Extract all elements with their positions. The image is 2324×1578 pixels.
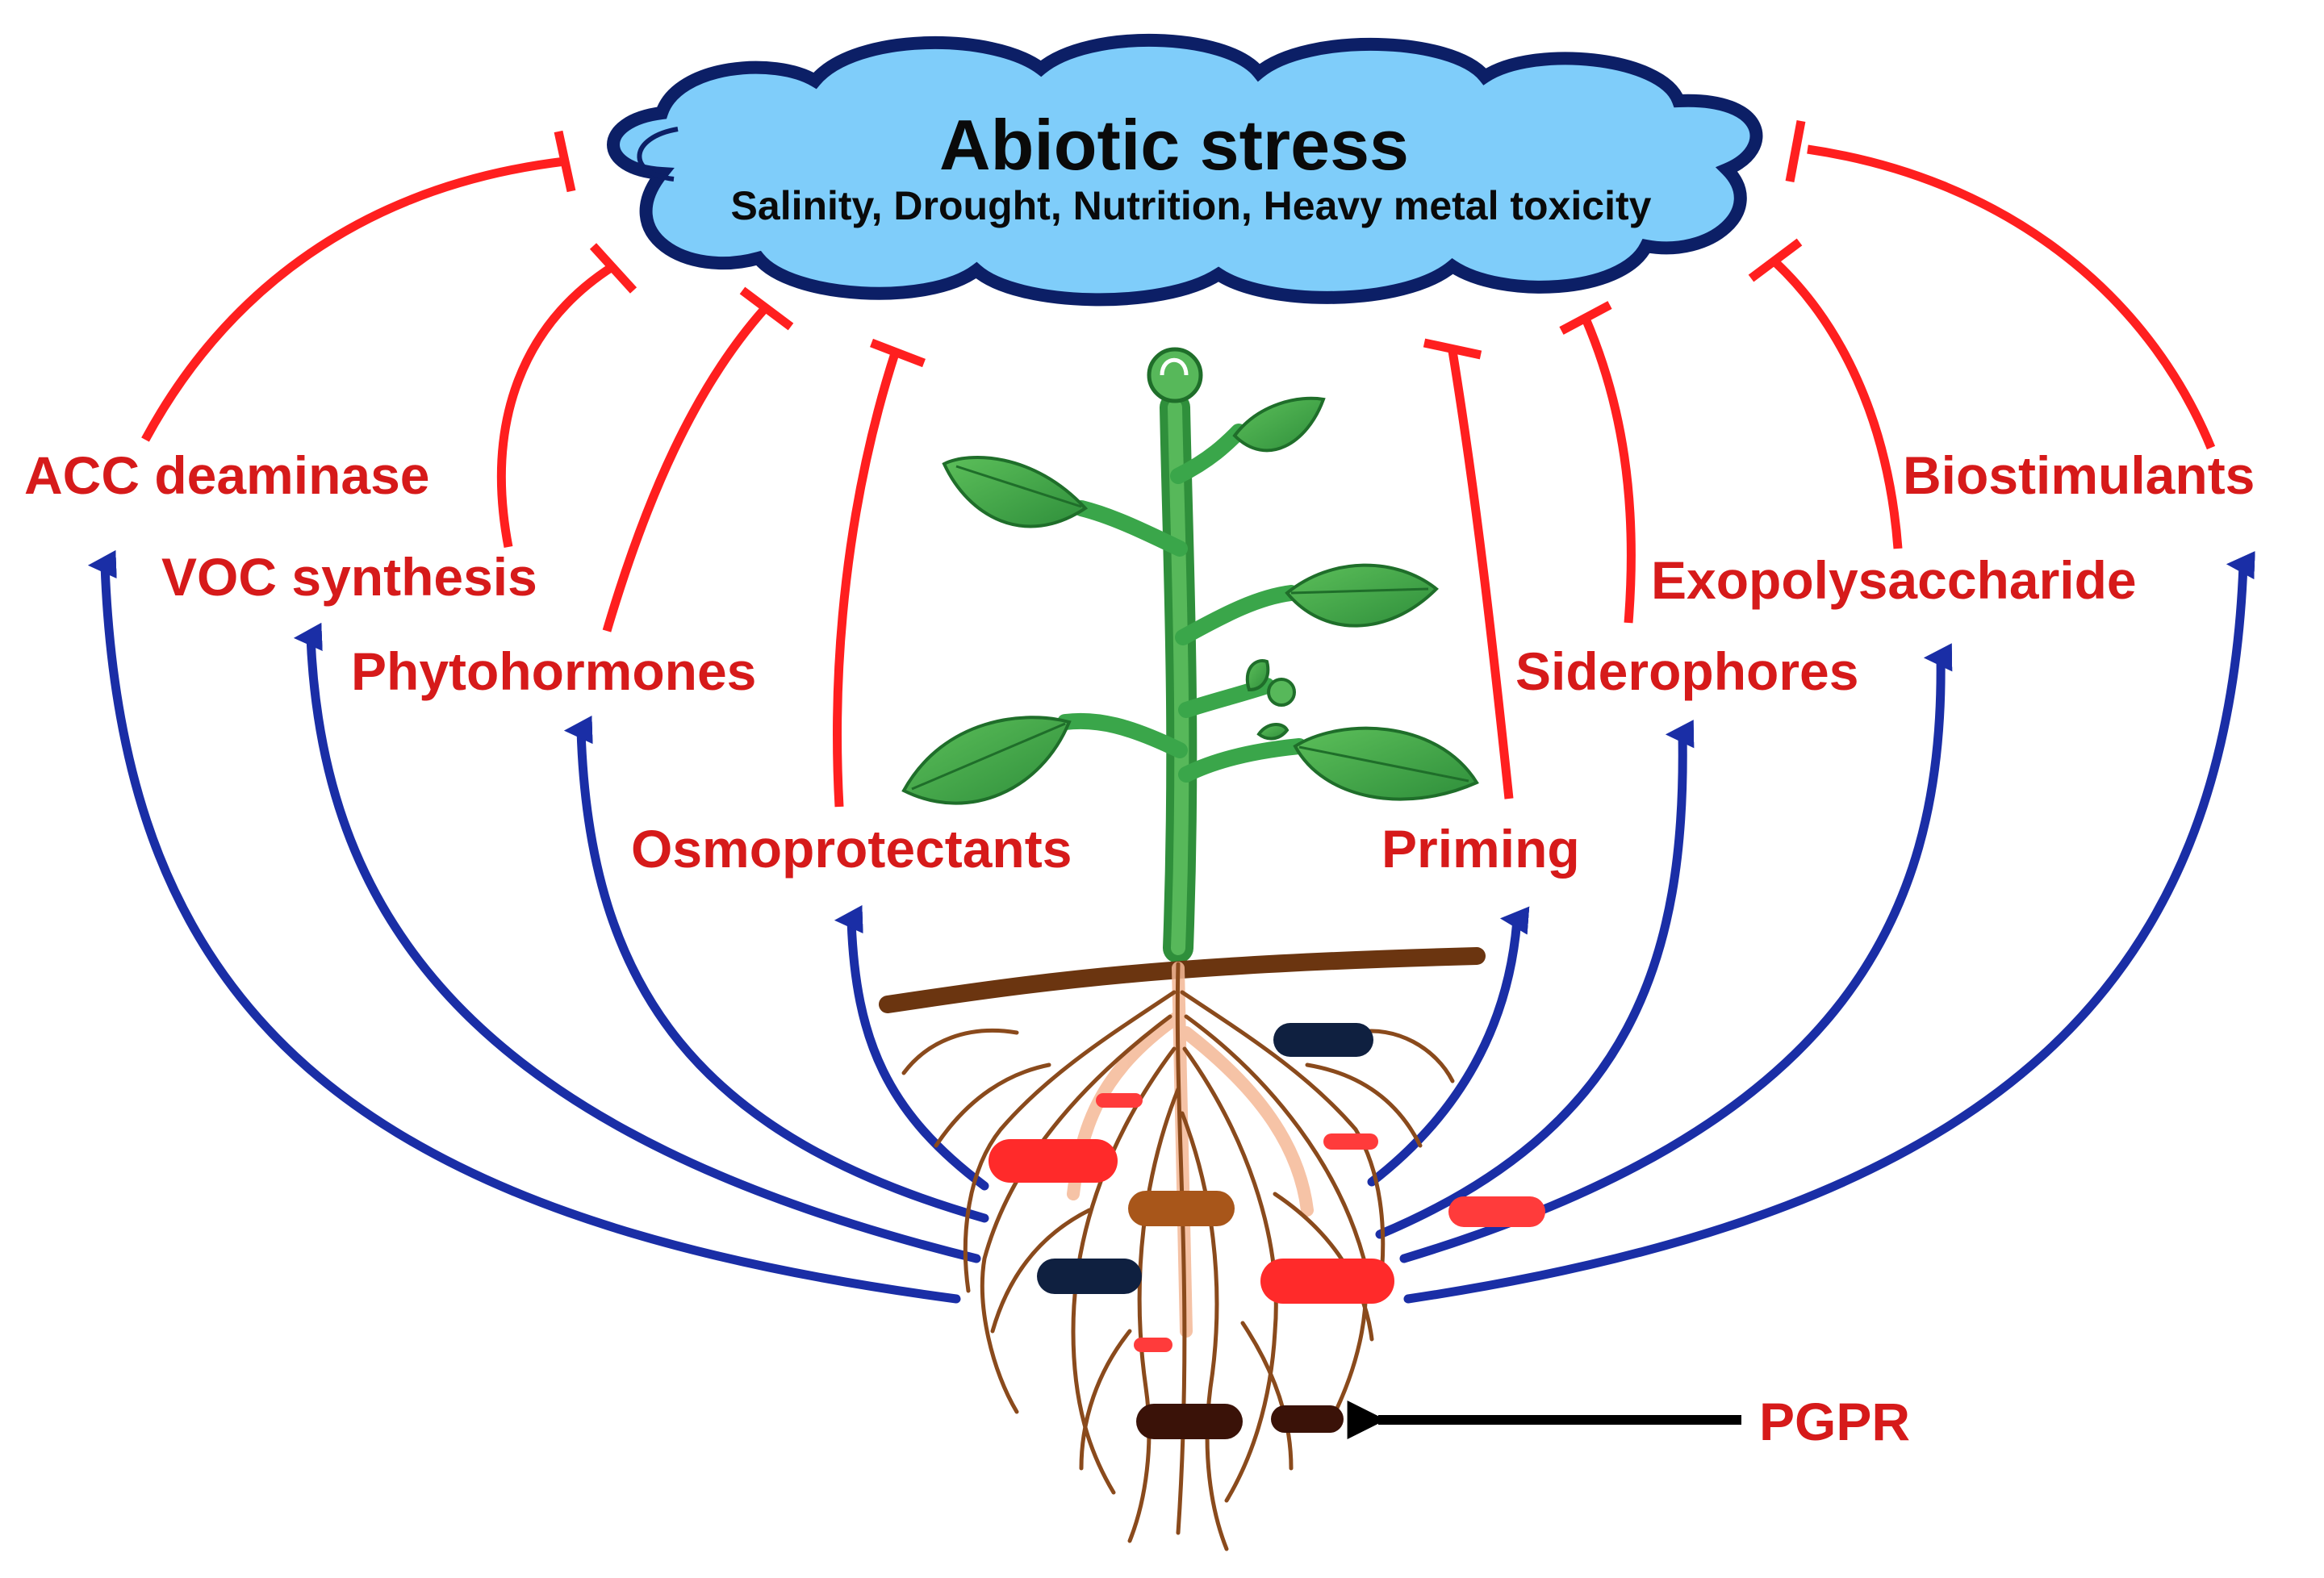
plant	[901, 347, 1479, 963]
root-r4	[1180, 1111, 1229, 1551]
bacterium-red-large-right	[1260, 1259, 1394, 1304]
pgpr-label: PGPR	[1759, 1392, 1910, 1451]
promotion-siderophores	[1375, 720, 1695, 1239]
stress-title: Abiotic stress	[939, 105, 1409, 185]
inhibition-bar-priming	[1423, 338, 1482, 360]
label-siderophores: Siderophores	[1515, 641, 1858, 701]
inhibition-exopolysaccharide	[1772, 258, 1903, 549]
abiotic-stress-cloud: Abiotic stress Salinity, Drought, Nutrit…	[607, 34, 1763, 307]
bacterium-red-small-1	[1096, 1093, 1143, 1108]
inhibition-acc-deaminase	[141, 157, 566, 442]
promotion-priming	[1367, 906, 1530, 1187]
vein-lower-left	[911, 722, 1066, 791]
inhibition-bar-biostimulants	[1785, 119, 1806, 183]
promotion-exopolysaccharide	[1399, 643, 1953, 1263]
inhibition-voc-synthesis	[496, 262, 616, 549]
label-biostimulants: Biostimulants	[1903, 445, 2255, 505]
branch-right-middle	[1175, 585, 1299, 645]
inhibition-osmoprotectants	[833, 349, 901, 808]
inhibition-siderophores	[1581, 316, 1636, 624]
inhibition-bar-acc-deaminase	[554, 130, 576, 193]
root-fine-7	[901, 1028, 1019, 1075]
vein-middle-right	[1290, 587, 1429, 595]
promotion-arrows	[87, 549, 2255, 1304]
bacterium-dark-1	[1136, 1404, 1243, 1439]
top-bud	[1147, 347, 1203, 403]
label-osmoprotectants: Osmoprotectants	[631, 819, 1072, 879]
root-fine-4	[1273, 1192, 1374, 1342]
leaf-lower-left	[901, 716, 1072, 805]
leaf-middle-right	[1285, 563, 1439, 628]
bacterium-red-large-left	[989, 1139, 1118, 1183]
inhibition-arrows	[141, 119, 2216, 808]
bacterium-brown	[1128, 1191, 1235, 1226]
inhibition-bar-exopolysaccharide	[1748, 238, 1803, 282]
cloud-inner-line	[637, 127, 679, 182]
bacterium-dark-2	[1271, 1405, 1344, 1433]
top-bud-curl	[1160, 357, 1189, 376]
label-priming: Priming	[1381, 819, 1580, 879]
vein-lower-right	[1298, 745, 1469, 783]
inhibition-bar-voc-synthesis	[589, 243, 637, 294]
inhibition-bar-osmoprotectants	[870, 338, 926, 368]
root-fine-3	[990, 1208, 1092, 1334]
mechanism-labels: ACC deaminase VOC synthesis Phytohormone…	[24, 445, 2255, 879]
leaf-bud-small	[1245, 659, 1270, 692]
root-fine-5	[1079, 1329, 1132, 1471]
promotion-biostimulants	[1403, 550, 2255, 1304]
bacterium-navy-left	[1037, 1259, 1142, 1294]
promotion-osmoprotectants	[834, 904, 989, 1191]
branch-left-upper	[1073, 500, 1188, 557]
inhibition-phytohormones	[602, 303, 771, 632]
root-l3	[1071, 1046, 1177, 1495]
inhibition-biostimulants	[1807, 144, 2216, 450]
label-acc-deaminase: ACC deaminase	[24, 445, 430, 505]
inhibition-bar-siderophores	[1559, 301, 1612, 335]
root-l2	[980, 1014, 1172, 1414]
bacterium-navy-top	[1273, 1023, 1373, 1057]
cloud-shape	[607, 34, 1763, 307]
promotion-phytohormones	[563, 715, 989, 1223]
root-l4	[1127, 1087, 1181, 1543]
bacteria	[989, 1023, 1545, 1439]
promotion-voc-synthesis	[293, 622, 981, 1263]
bacterium-red-right	[1448, 1196, 1545, 1227]
root-fine-6	[1240, 1321, 1294, 1471]
root-fine-1	[934, 1062, 1051, 1148]
leaf-upper-left	[942, 456, 1089, 528]
bacterium-red-small-3	[1134, 1338, 1172, 1352]
leaf-top-right	[1232, 396, 1326, 453]
label-exopolysaccharide: Exopolysaccharide	[1651, 550, 2137, 610]
label-voc-synthesis: VOC synthesis	[161, 547, 537, 607]
plant-stem-highlight	[1168, 400, 1189, 955]
side-bud	[1267, 678, 1296, 707]
leaf-bud-small-2	[1256, 723, 1289, 741]
label-phytohormones: Phytohormones	[351, 641, 756, 701]
root-fine-2	[1305, 1062, 1423, 1148]
branch-right-lower	[1178, 738, 1307, 783]
stress-subtitle: Salinity, Drought, Nutrition, Heavy meta…	[731, 183, 1652, 228]
branch-left-lower	[1057, 712, 1188, 758]
vein-upper-left	[955, 465, 1082, 508]
inhibition-priming	[1448, 350, 1514, 799]
root-r2	[1184, 1014, 1369, 1422]
soil-line	[879, 947, 1486, 1013]
bacterium-red-small-2	[1323, 1133, 1378, 1150]
inhibition-bar-phytohormones	[739, 286, 794, 331]
promotion-acc-deaminase	[87, 549, 961, 1304]
root-l1	[963, 990, 1177, 1293]
root-r3	[1182, 1046, 1278, 1503]
root-bg-right	[1180, 1026, 1314, 1217]
root-r1	[1180, 990, 1386, 1293]
